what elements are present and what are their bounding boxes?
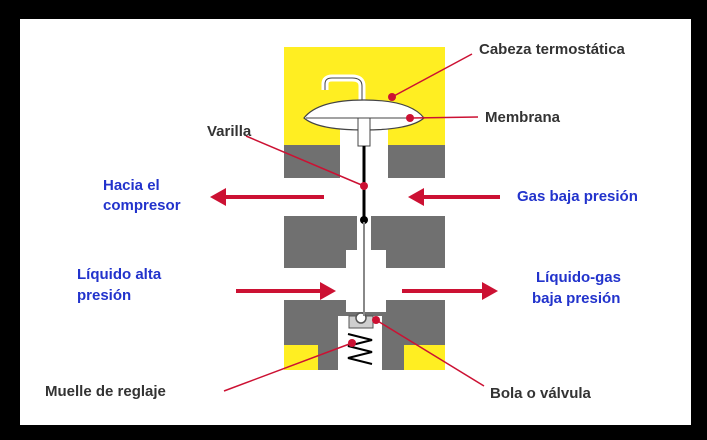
spring-coil xyxy=(347,333,373,365)
capillary-tube-outline xyxy=(324,77,363,104)
leader-cabeza xyxy=(391,53,473,98)
lower-channel-left xyxy=(284,268,346,300)
label-bola-o-valvula: Bola o válvula xyxy=(490,385,592,402)
lower-channel-center xyxy=(346,250,386,314)
label-presion: presión xyxy=(77,287,131,304)
dot-bola xyxy=(372,316,380,324)
rod-joint xyxy=(360,216,368,224)
label-gas-baja-presion: Gas baja presión xyxy=(517,188,638,205)
label-baja-presion: baja presión xyxy=(532,290,620,307)
label-hacia-el: Hacia el xyxy=(103,177,160,194)
arrow-gas-low-pressure-in xyxy=(408,188,500,206)
lower-outlet-right xyxy=(386,268,445,300)
label-cabeza-termostatica: Cabeza termostática xyxy=(479,41,626,58)
leader-muelle xyxy=(223,342,353,392)
leader-bola xyxy=(375,319,485,387)
dot-varilla xyxy=(360,182,368,190)
dot-muelle xyxy=(348,339,356,347)
label-membrana: Membrana xyxy=(485,109,561,126)
arrow-liquid-high-pressure-in xyxy=(236,282,336,300)
label-liquido-alta: Líquido alta xyxy=(77,266,162,283)
membrane-stem xyxy=(357,117,371,147)
label-varilla: Varilla xyxy=(207,123,252,140)
leader-varilla xyxy=(245,135,365,187)
dot-cabeza xyxy=(388,93,396,101)
dot-membrana xyxy=(406,114,414,122)
label-compresor: compresor xyxy=(103,197,181,214)
arrow-liquid-gas-out xyxy=(402,282,498,300)
leader-membrana xyxy=(411,116,479,119)
arrow-to-compressor xyxy=(210,188,324,206)
label-muelle-de-reglaje: Muelle de reglaje xyxy=(45,383,166,400)
label-liquido-gas: Líquido-gas xyxy=(536,269,621,286)
